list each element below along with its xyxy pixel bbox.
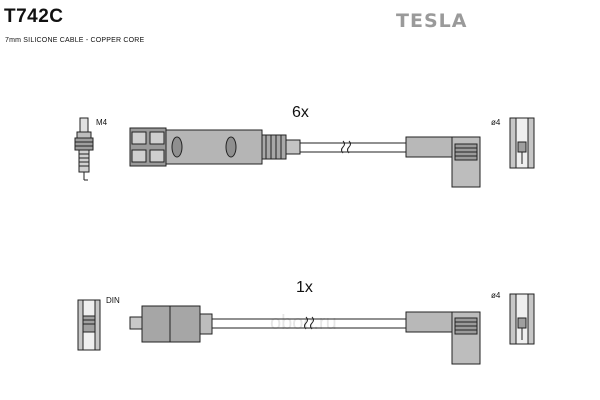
coil-connector-icon xyxy=(77,299,101,351)
coil-boot-icon xyxy=(129,305,213,343)
coil-connector-label: DIN xyxy=(106,296,120,305)
lead-set-2-quantity: 1x xyxy=(296,279,313,296)
cable-2 xyxy=(212,316,406,330)
brand-logo: TESLA xyxy=(396,10,468,32)
distributor-terminal-icon-1 xyxy=(509,117,535,169)
lead-set-1-quantity: 6x xyxy=(292,104,309,121)
spark-plug-boot-icon xyxy=(129,127,301,167)
spark-plug-thread-label: M4 xyxy=(96,118,108,127)
distributor-terminal-icon-2 xyxy=(509,293,535,345)
cable-1 xyxy=(300,140,406,154)
distributor-terminal-label-1: ø4 xyxy=(491,118,501,127)
distributor-boot-icon-1 xyxy=(405,136,481,188)
part-number: T742C xyxy=(4,6,64,27)
distributor-boot-icon-2 xyxy=(405,311,481,365)
spark-plug-icon xyxy=(74,117,94,181)
cable-description: 7mm SILICONE CABLE - COPPER CORE xyxy=(5,37,145,44)
distributor-terminal-label-2: ø4 xyxy=(491,291,501,300)
